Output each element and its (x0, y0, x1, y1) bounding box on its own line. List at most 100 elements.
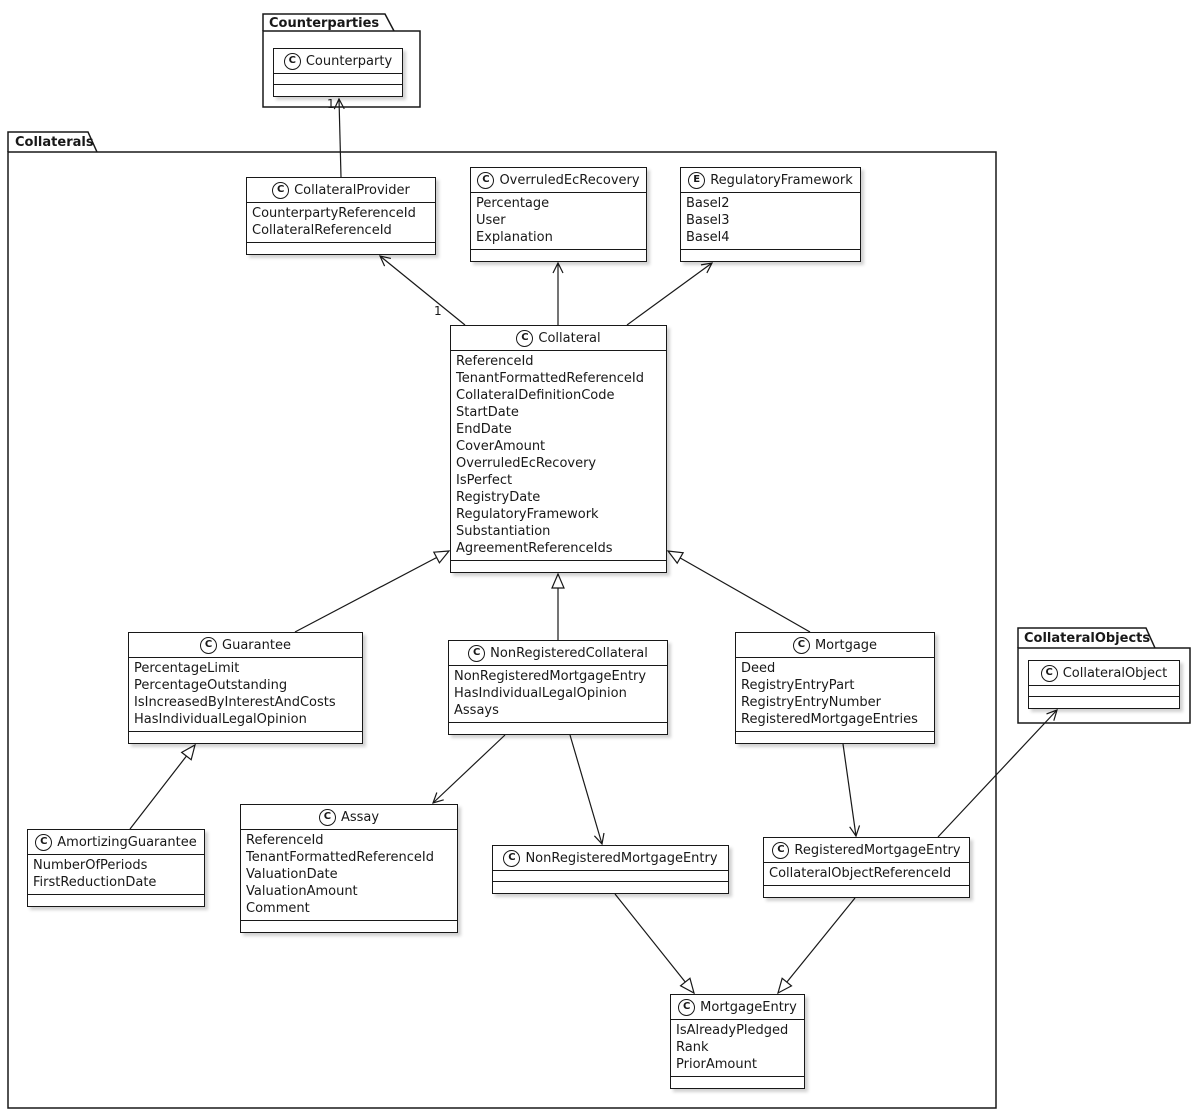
attributes-compartment-empty (493, 871, 728, 881)
class-attribute: FirstReductionDate (33, 875, 157, 890)
class-overruledecrecovery: C OverruledEcRecovery Percentage User Ex… (470, 167, 647, 262)
package-tab (262, 13, 395, 32)
attributes-compartment: CounterpartyReferenceId CollateralRefere… (247, 203, 435, 243)
methods-compartment-empty (449, 723, 667, 734)
enum-spot-icon: E (688, 171, 706, 189)
class-collateralprovider-title: C CollateralProvider (247, 178, 435, 203)
class-attribute: ReferenceId (456, 354, 534, 369)
class-spot-icon: C (318, 808, 336, 826)
class-attribute: RegulatoryFramework (456, 507, 599, 522)
class-registeredmortgageentry: C RegisteredMortgageEntry CollateralObje… (763, 837, 970, 898)
attributes-compartment: CollateralObjectReferenceId (764, 863, 969, 886)
class-attribute: HasIndividualLegalOpinion (134, 712, 307, 727)
class-attribute: TenantFormattedReferenceId (456, 371, 644, 386)
edge-nonregisteredcollateral-to-assay (432, 734, 506, 804)
enum-value: Basel3 (686, 213, 730, 228)
class-name: Mortgage (814, 637, 878, 653)
class-attribute: Comment (246, 901, 310, 916)
generalization-registeredmortgageentry-to-mortgageentry (777, 897, 856, 995)
class-attribute: CollateralDefinitionCode (456, 388, 615, 403)
class-spot-icon: C (272, 181, 290, 199)
class-attribute: PriorAmount (676, 1057, 757, 1072)
class-attribute: EndDate (456, 422, 512, 437)
class-attribute: Rank (676, 1040, 709, 1055)
class-attribute: RegistryEntryPart (741, 678, 855, 693)
package-tab (1017, 627, 1156, 649)
class-spot-icon: C (35, 833, 53, 851)
class-mortgageentry: C MortgageEntry IsAlreadyPledged Rank Pr… (670, 994, 805, 1089)
class-attribute: Deed (741, 661, 776, 676)
class-name: CollateralProvider (294, 182, 410, 198)
attributes-compartment: PercentageLimit PercentageOutstanding Is… (129, 658, 362, 732)
class-spot-icon: C (200, 636, 218, 654)
enum-regulatoryframework-title: E RegulatoryFramework (681, 168, 860, 193)
enum-values-compartment: Basel2 Basel3 Basel4 (681, 193, 860, 250)
class-attribute: RegistryDate (456, 490, 541, 505)
class-attribute: CoverAmount (456, 439, 546, 454)
class-attribute: IsIncreasedByInterestAndCosts (134, 695, 336, 710)
class-attribute: CounterpartyReferenceId (252, 206, 416, 221)
package-label-counterparties: Counterparties (269, 16, 380, 31)
methods-compartment-empty (451, 561, 666, 572)
class-name: MortgageEntry (700, 999, 797, 1015)
methods-compartment-empty (129, 732, 362, 743)
class-counterparty-title: C Counterparty (274, 49, 402, 74)
edge-collateralprovider-to-counterparty (333, 97, 345, 178)
class-nonregisteredmortgageentry: C NonRegisteredMortgageEntry (492, 845, 729, 894)
multiplicity-label: 1 (434, 304, 442, 318)
class-attribute: IsPerfect (456, 473, 513, 488)
class-nonregisteredcollateral: C NonRegisteredCollateral NonRegisteredM… (448, 640, 668, 735)
class-name: RegisteredMortgageEntry (794, 842, 961, 858)
class-attribute: RegistryEntryNumber (741, 695, 882, 710)
class-attribute: NonRegisteredMortgageEntry (454, 669, 647, 684)
class-mortgage: C Mortgage Deed RegistryEntryPart Regist… (735, 632, 935, 744)
class-name: OverruledEcRecovery (499, 172, 640, 188)
package-body (7, 151, 997, 1109)
methods-compartment-empty (28, 895, 204, 906)
methods-compartment-empty (1029, 696, 1179, 708)
class-name: NonRegisteredMortgageEntry (525, 850, 718, 866)
class-collateral-title: C Collateral (451, 326, 666, 351)
methods-compartment-empty (671, 1077, 804, 1088)
class-spot-icon: C (477, 171, 495, 189)
class-spot-icon: C (283, 52, 301, 70)
class-name: Assay (340, 809, 380, 825)
package-label-collaterals: Collaterals (15, 135, 94, 150)
class-name: Collateral (538, 330, 601, 346)
class-spot-icon: C (503, 849, 521, 867)
methods-compartment-empty (681, 250, 860, 261)
class-amortizingguarantee-title: C AmortizingGuarantee (28, 830, 204, 855)
class-attribute: ValuationAmount (246, 884, 358, 899)
class-attribute: Assays (454, 703, 499, 718)
package-label-collateralobjects: CollateralObjects (1024, 631, 1151, 646)
class-collateralobject: C CollateralObject (1028, 660, 1180, 709)
edge-collateral-to-collateralprovider (378, 255, 466, 326)
class-attribute: Substantiation (456, 524, 551, 539)
class-spot-icon: C (772, 841, 790, 859)
attributes-compartment-empty (274, 74, 402, 84)
attributes-compartment: NumberOfPeriods FirstReductionDate (28, 855, 204, 895)
methods-compartment-empty (274, 84, 402, 96)
enum-regulatoryframework: E RegulatoryFramework Basel2 Basel3 Base… (680, 167, 861, 262)
enum-value: Basel4 (686, 230, 730, 245)
class-collateral: C Collateral ReferenceId TenantFormatted… (450, 325, 667, 573)
class-nonregisteredcollateral-title: C NonRegisteredCollateral (449, 641, 667, 666)
class-name: CollateralObject (1062, 665, 1168, 681)
class-attribute: AgreementReferenceIds (456, 541, 613, 556)
edge-mortgage-to-registeredmortgageentry (842, 743, 861, 838)
methods-compartment-empty (736, 732, 934, 743)
class-mortgage-title: C Mortgage (736, 633, 934, 658)
class-name: Guarantee (222, 637, 291, 653)
class-attribute: ReferenceId (246, 833, 324, 848)
class-attribute: Percentage (476, 196, 550, 211)
attributes-compartment-empty (1029, 686, 1179, 696)
class-attribute: StartDate (456, 405, 519, 420)
class-overruledecrecovery-title: C OverruledEcRecovery (471, 168, 646, 193)
class-attribute: RegisteredMortgageEntries (741, 712, 918, 727)
class-attribute: CollateralObjectReferenceId (769, 866, 952, 881)
attributes-compartment: ReferenceId TenantFormattedReferenceId C… (451, 351, 666, 561)
class-attribute: PercentageLimit (134, 661, 240, 676)
class-attribute: OverruledEcRecovery (456, 456, 597, 471)
class-guarantee-title: C Guarantee (129, 633, 362, 658)
class-name: NonRegisteredCollateral (490, 645, 648, 661)
